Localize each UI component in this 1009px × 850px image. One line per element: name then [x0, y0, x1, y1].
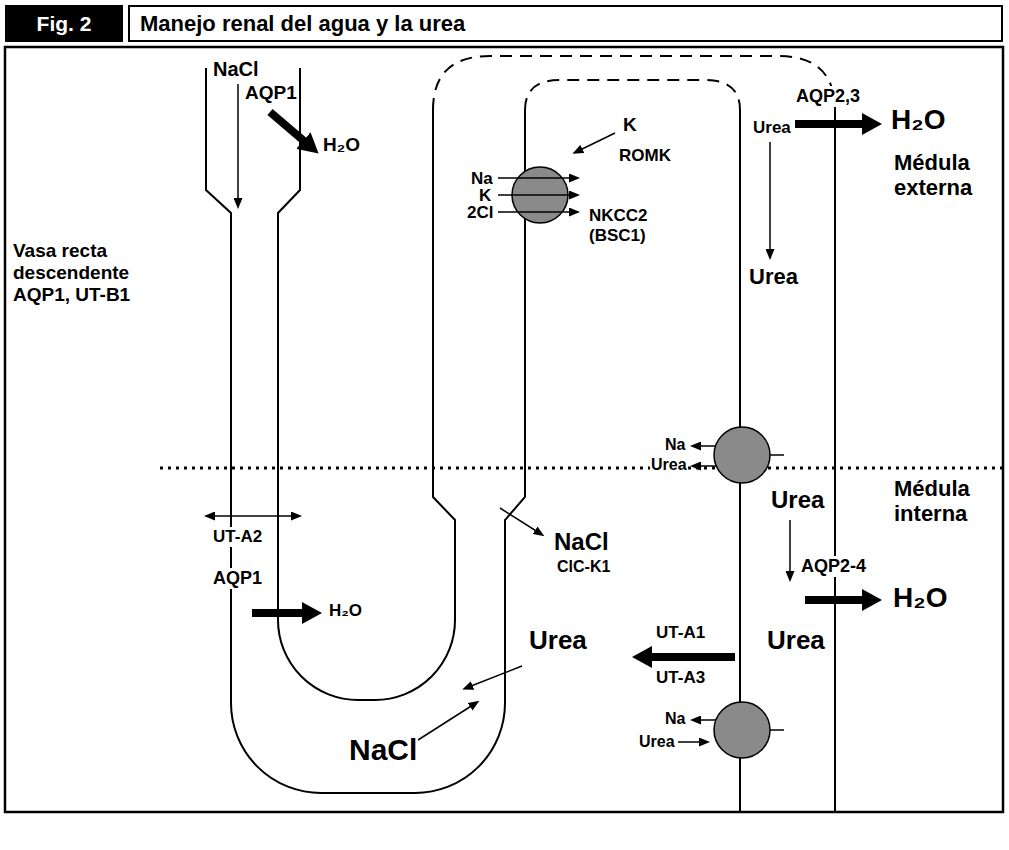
ion-arrow [694, 445, 716, 447]
transporter-tick [770, 454, 784, 456]
channel-label: AQP1 [212, 568, 263, 589]
solute-label: Urea [766, 626, 826, 656]
ion-arrow [576, 133, 615, 152]
zone-label: Médula interna [893, 476, 999, 527]
tubule-wall [206, 68, 525, 793]
transporter-circle [714, 427, 770, 483]
water-label: H₂O [890, 104, 946, 136]
urea-arrow [642, 653, 735, 661]
transporter-tick [770, 729, 784, 731]
solute-label: Urea [770, 486, 825, 514]
channel-label: ClC-K1 [556, 558, 611, 576]
ion-arrow [498, 194, 576, 196]
solute-label: Urea [528, 626, 588, 656]
channel-label: AQP2,3 [795, 86, 861, 107]
collecting-duct-wall [834, 110, 836, 812]
ion-arrow [694, 719, 716, 721]
urea-exchange-arrow [208, 515, 298, 517]
ion-label: 2Cl [466, 203, 494, 223]
transporter-label: UT-A1 [655, 623, 706, 643]
water-arrow [252, 609, 312, 617]
solute-label: Urea [752, 118, 792, 138]
solute-label: NaCl [348, 733, 418, 768]
medulla-divider [160, 467, 1003, 470]
ion-label: K [622, 114, 638, 136]
urea-arrow [769, 142, 771, 256]
figure-title: Manejo renal del agua y la urea [140, 11, 465, 37]
solute-label: NaCl [212, 58, 260, 81]
urea-arrow [694, 465, 716, 467]
urea-arrow [789, 520, 791, 578]
nacl-arrow [237, 84, 239, 205]
tubule-wall [278, 68, 455, 700]
solute-label: Urea [638, 733, 676, 751]
title-box: Manejo renal del agua y la urea [128, 5, 1003, 42]
transporter-label: UT-A2 [212, 527, 263, 547]
ion-arrow [498, 177, 576, 179]
ion-label: Na [664, 710, 686, 728]
distal-arc [525, 80, 740, 110]
water-label: H₂O [328, 601, 363, 621]
urea-arrow [678, 741, 706, 743]
ion-arrow [498, 211, 576, 213]
urea-arrow [466, 666, 522, 688]
channel-label: AQP2-4 [800, 556, 867, 577]
ion-label: Na [664, 436, 686, 454]
channel-label: AQP1 [244, 82, 298, 104]
water-arrow [795, 120, 872, 128]
distal-arc [433, 56, 835, 110]
solute-label: Urea [650, 456, 688, 474]
transporter-label: NKCC2 (BSC1) [588, 206, 660, 245]
figure-number-box: Fig. 2 [5, 5, 123, 42]
water-arrow [805, 596, 872, 604]
solute-label: Urea [748, 264, 799, 289]
figure-number: Fig. 2 [37, 12, 92, 36]
solute-label: NaCl [553, 528, 610, 556]
nacl-arrow [418, 703, 476, 740]
zone-label: Médula externa [893, 150, 999, 201]
channel-label: ROMK [618, 146, 672, 166]
transporter-label: UT-A3 [655, 668, 706, 688]
water-label: H₂O [892, 582, 948, 614]
figure-frame [5, 47, 1003, 812]
nacl-arrow [500, 508, 541, 534]
water-arrow [270, 112, 311, 147]
water-label: H₂O [322, 134, 361, 156]
vessel-label: Vasa recta descendente AQP1, UT-B1 [12, 240, 144, 306]
transporter-circle [714, 702, 770, 758]
